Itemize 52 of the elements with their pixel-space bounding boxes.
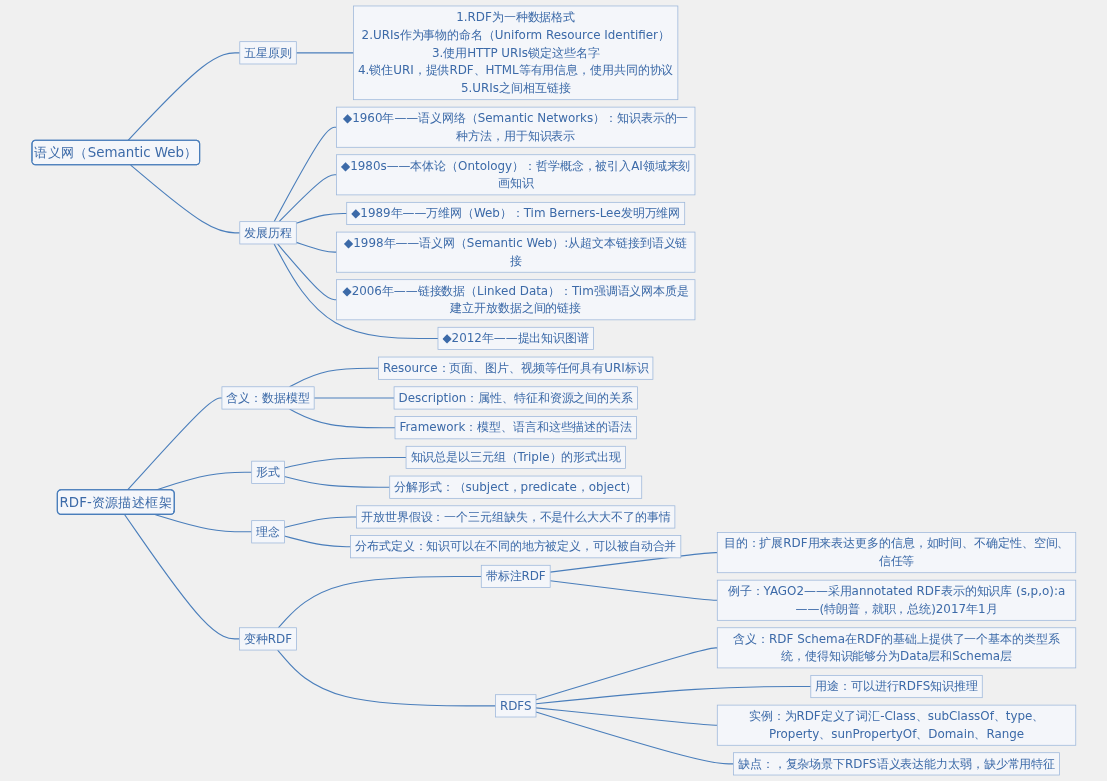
node-box: Description：属性、特征和资源之间的关系 (393, 386, 638, 410)
connector (535, 647, 718, 701)
node-box: 用途：可以进行RDFS知识推理 (810, 675, 983, 699)
connector (549, 552, 718, 573)
connector (276, 243, 337, 301)
node-box: 分解形式：（subject，predicate，object） (388, 475, 642, 499)
node-box: RDFS (494, 694, 536, 718)
node-box: 1.RDF为一种数据格式 2.URIs作为事物的命名（Uniform Resource Identifier） 3.使用HTTP URIs锁定这些名字 4.锁住URI，提供RDF、HTML等有用信息，使用共同的协议 5.URIs之间相互链接 (352, 5, 678, 101)
node-box: 目的：扩展RDF用来表达更多的信息，如时间、不确定性、空间、信任等 (716, 532, 1076, 574)
node-box: 实例：为RDF定义了词汇-Class、subClassOf、type、Property、sunPropertyOf、Domain、Range (716, 704, 1076, 746)
node-box: 例子：YAGO2——采用annotated RDF表示的知识库 (s,p,o):a——(特朗普，就职，总统)2017年1月 (716, 579, 1076, 621)
node-box: ◆1989年——万维网（Web）：Tim Berners-Lee发明万维网 (346, 201, 685, 225)
node-box: Framework：模型、语言和这些描述的语法 (394, 416, 637, 440)
node-box: ◆1980s——本体论（Ontology）：哲学概念，被引入AI领域来刻画知识 (335, 154, 695, 196)
connector (295, 52, 354, 54)
node-box: Resource：页面、图片、视频等任何具有URI标识 (377, 356, 653, 380)
connector (273, 126, 337, 223)
connector (283, 476, 390, 488)
node-box: 发展历程 (239, 221, 297, 245)
node-box: 含义：RDF Schema在RDF的基础上提供了一个基本的类型系统，使得知识能够分为Data层和Schema层 (716, 627, 1076, 669)
connector (283, 456, 407, 469)
connector (535, 707, 718, 726)
connector (276, 649, 496, 707)
connector (295, 212, 347, 224)
node-box: ◆2006年——链接数据（Linked Data）：Tim强调语义网本质是建立开放数据之间的链接 (335, 279, 695, 321)
connector (295, 241, 337, 253)
node-box: 形式 (250, 460, 285, 484)
node-box: 知识总是以三元组（Triple）的形式出现 (405, 445, 626, 469)
connector (123, 514, 240, 640)
connector (277, 575, 482, 629)
node-box: 变种RDF (238, 627, 297, 651)
connector (126, 52, 240, 142)
connector (535, 685, 811, 705)
node-box: 缺点：，复杂场景下RDFS语义表达能力太弱，缺少常用特征 (732, 752, 1060, 776)
node-box: 理念 (250, 520, 285, 544)
connector (549, 580, 718, 601)
node-box: 带标注RDF (480, 564, 551, 588)
connector (283, 516, 357, 529)
node-box: ◆2012年——提出知识图谱 (437, 326, 594, 350)
connector (313, 397, 395, 399)
connector (126, 397, 223, 491)
connector (129, 164, 240, 234)
connector (535, 711, 734, 765)
node-box: 含义：数据模型 (221, 386, 315, 410)
connector (273, 243, 439, 339)
connector (283, 535, 351, 548)
node-box: 分布式定义：知识可以在不同的地方被定义，可以被自动合并 (349, 535, 681, 559)
connector (278, 174, 337, 223)
node-box: 五星原则 (239, 41, 297, 65)
node-box: ◆1998年——语义网（Semantic Web）:从超文本链接到语义链接 (335, 231, 695, 273)
node-box: 开放世界假设：一个三元组缺失，不是什么大大不了的事情 (355, 505, 675, 529)
node-box: ◆1960年——语义网络（Semantic Networks）：知识表示的一种方法，用于知识表示 (335, 106, 695, 148)
